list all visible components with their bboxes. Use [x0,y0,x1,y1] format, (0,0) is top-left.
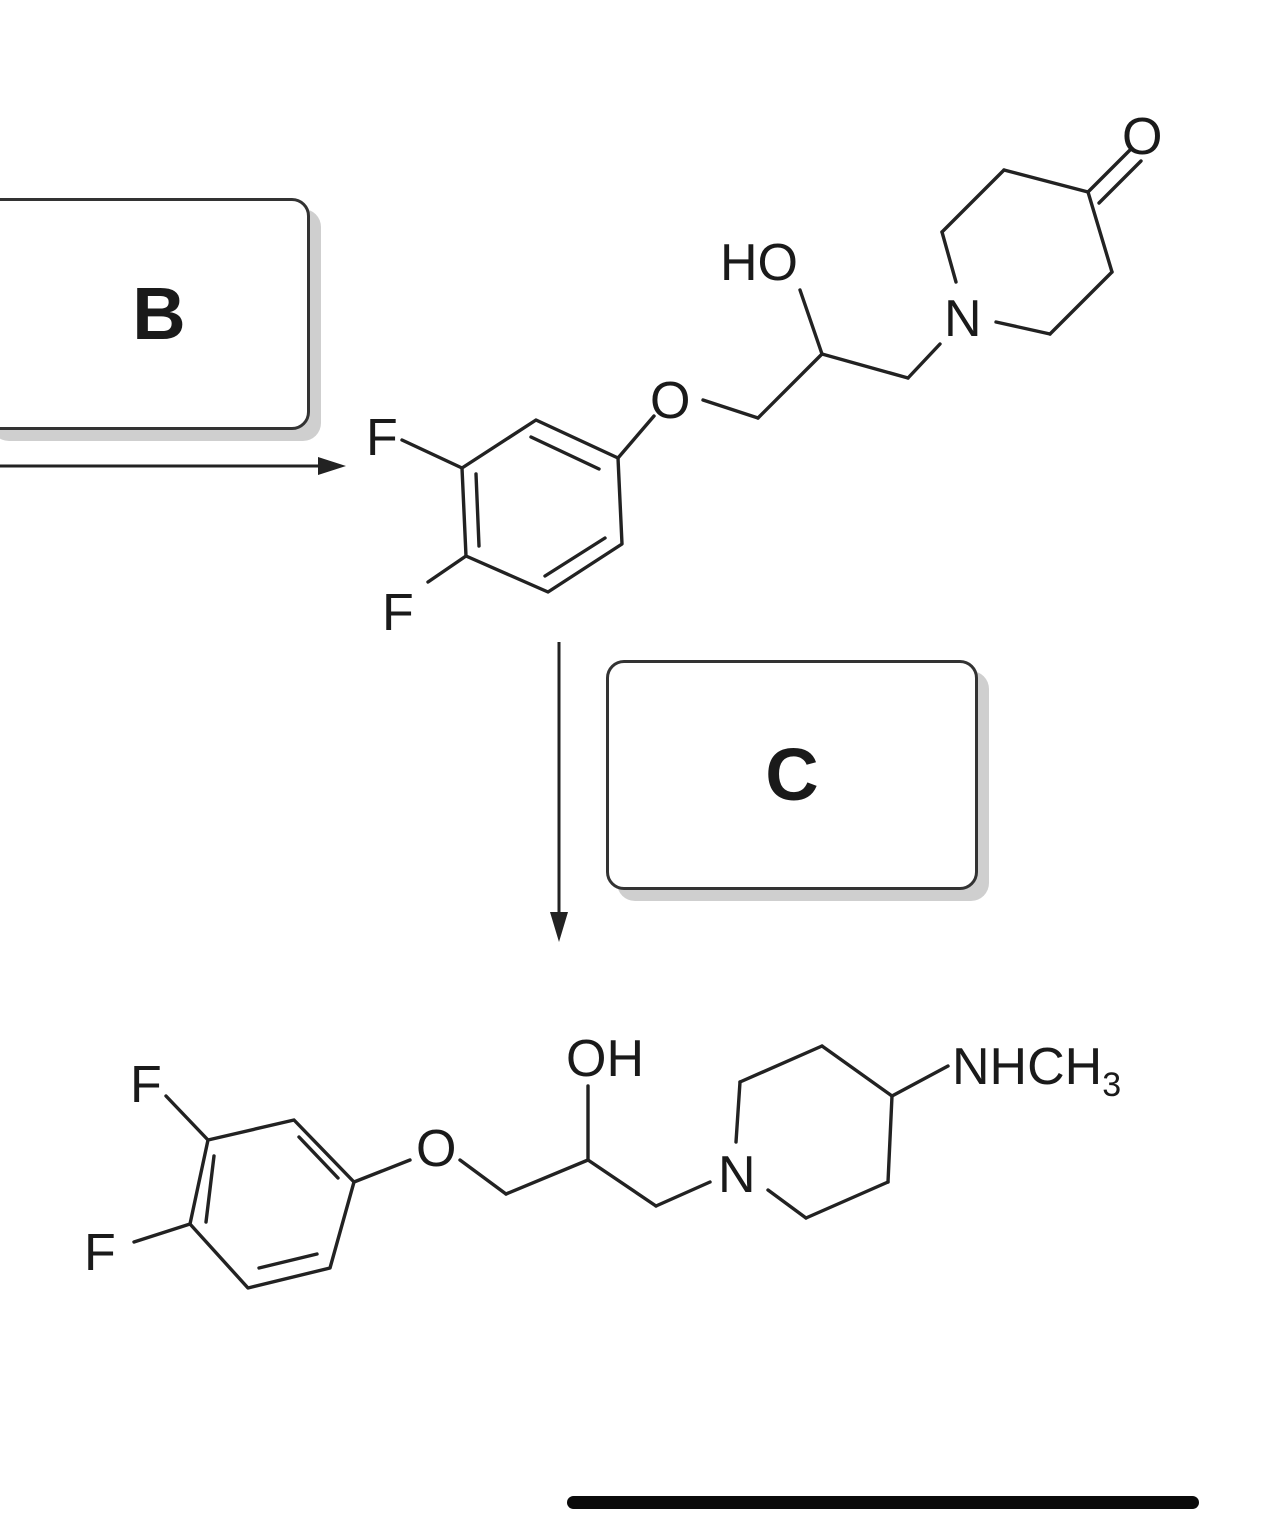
reagent-label-c: C [765,733,819,816]
intermediate-hydroxyl: HO [720,234,798,292]
intermediate-ring-nitrogen: N [944,290,982,348]
home-indicator-bar[interactable] [567,1496,1199,1509]
reagent-box-c: C [606,660,978,890]
intermediate-fluorine-top: F [366,409,398,467]
arrow-step-b [0,457,346,475]
product-amine-subscript: 3 [1102,1066,1121,1104]
intermediate-fluorine-bottom: F [382,584,414,642]
product-fluorine-top: F [130,1056,162,1114]
product-bonds [132,1044,950,1290]
reagent-box-b: B [0,198,310,430]
product-ether-oxygen: O [416,1120,456,1178]
reagent-label-b: B [132,272,186,355]
product-amine-label: NHCH [952,1038,1102,1096]
product-hydroxyl: OH [566,1030,644,1088]
intermediate-ketone-oxygen: O [1122,108,1162,166]
arrow-step-c [550,642,568,942]
intermediate-bonds [400,148,1143,594]
intermediate-ether-oxygen: O [650,372,690,430]
product-structure: F F O OH N NHCH3 [84,1030,1121,1290]
product-fluorine-bottom: F [84,1224,116,1282]
product-ring-nitrogen: N [718,1146,756,1204]
intermediate-structure: F F O HO N O [366,108,1162,642]
product-methylamino-group: NHCH3 [952,1038,1121,1104]
